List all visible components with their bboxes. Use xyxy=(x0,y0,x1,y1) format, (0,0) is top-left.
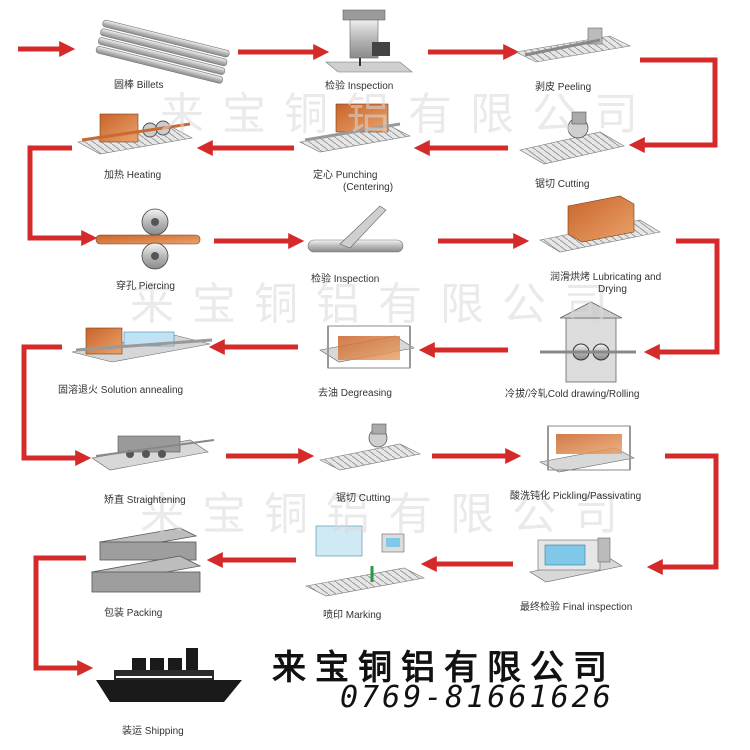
arrow-annealing-down xyxy=(21,344,92,467)
step-label-degreasing: 去油 Degreasing xyxy=(318,388,392,399)
peeling-machine-illustration xyxy=(515,27,631,63)
marking-line-illustration xyxy=(305,525,425,597)
step-label-heating: 加热 Heating xyxy=(104,170,162,181)
step-label-punching-line1: 定心 Punching xyxy=(313,170,378,181)
step-label-solution-annealing: 固溶退火 Solution annealing xyxy=(58,385,184,396)
step-label-peeling: 剥皮 Peeling xyxy=(535,82,592,93)
arrow-packing-to-shipping xyxy=(33,555,94,677)
arrow-pickling-down xyxy=(646,453,719,576)
step-label-packing: 包装 Packing xyxy=(104,608,163,619)
ship-illustration xyxy=(96,648,242,702)
arrow-heating-down xyxy=(27,145,98,247)
step-label-pickling: 酸洗钝化 Pickling/Passivating xyxy=(510,491,642,502)
step-label-straightening: 矫直 Straightening xyxy=(104,495,186,506)
lubricating-oven-illustration xyxy=(539,195,661,253)
step-label-marking: 喷印 Marking xyxy=(323,610,382,621)
arrow-peeling-down xyxy=(628,57,718,154)
step-label-inspection1: 检验 Inspection xyxy=(325,81,394,92)
cold-drawing-rolling-illustration xyxy=(540,301,636,383)
inspection-machine-illustration xyxy=(325,9,413,73)
cutting-saw-illustration xyxy=(319,423,421,471)
step-label-cold-drawing: 冷拔/冷轧Cold drawing/Rolling xyxy=(505,389,640,400)
step-label-cutting2: 锯切 Cutting xyxy=(336,493,391,504)
company-phone: 0769-81661626 xyxy=(340,680,614,715)
inspection-tube-illustration xyxy=(307,205,404,253)
step-label-lubricating-line2: Drying xyxy=(598,284,627,295)
step-label-cutting1: 锯切 Cutting xyxy=(535,179,590,190)
step-label-lubricating-line1: 润滑烘烤 Lubricating and xyxy=(550,272,662,283)
billets-illustration xyxy=(95,19,230,84)
step-label-piercing: 穿孔 Piercing xyxy=(116,281,175,292)
arrow-lubricating-down xyxy=(643,238,720,361)
step-label-punching-line2: (Centering) xyxy=(343,182,394,193)
step-label-billets: 圆棒 Billets xyxy=(114,80,164,91)
step-label-inspection2: 检验 Inspection xyxy=(311,274,380,285)
cutting-machine-illustration xyxy=(519,111,625,165)
heating-furnace-illustration xyxy=(77,113,193,155)
degreasing-tank-illustration xyxy=(319,325,415,369)
step-label-lubricating: 润滑烘烤 Lubricating and Drying xyxy=(550,272,661,296)
straightening-machine-illustration xyxy=(91,435,215,471)
step-label-final-inspection: 最终检验 Final inspection xyxy=(520,602,633,613)
solution-annealing-furnace-illustration xyxy=(71,327,213,363)
step-label-shipping: 装运 Shipping xyxy=(122,726,184,737)
piercing-mill-illustration xyxy=(95,208,201,270)
step-label-punching: 定心 Punching (Centering) xyxy=(313,170,393,194)
punching-machine-illustration xyxy=(299,103,411,153)
packing-crates-illustration xyxy=(90,527,202,593)
company-name: 来宝铜铝有限公司 xyxy=(272,648,616,688)
final-inspection-console-illustration xyxy=(529,537,623,583)
pickling-tank-illustration xyxy=(539,425,635,473)
flow-arrows xyxy=(18,40,720,677)
